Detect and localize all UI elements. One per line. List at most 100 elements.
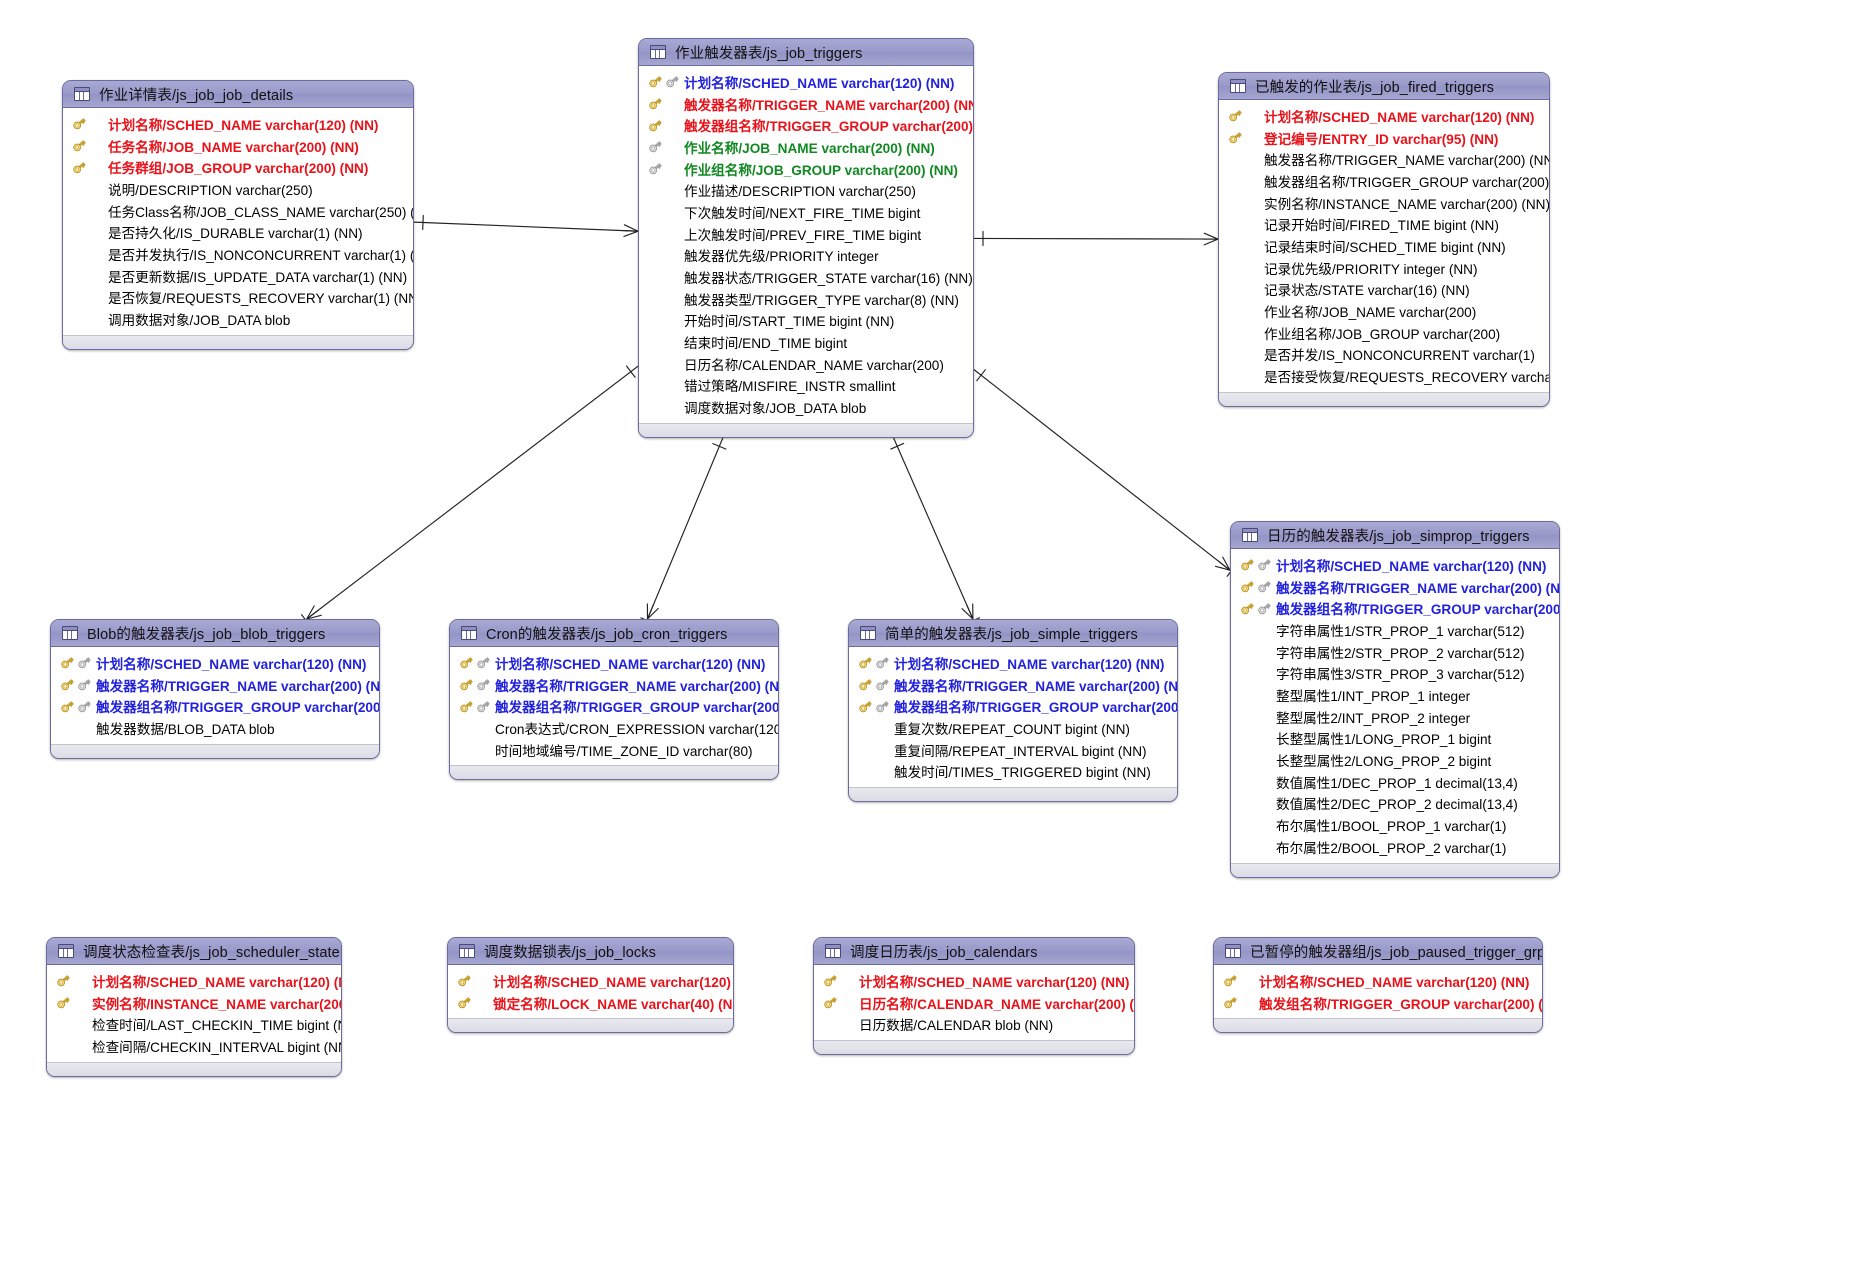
attribute-row[interactable]: 开始时间/START_TIME bigint (NN) (639, 310, 973, 332)
entity-locks[interactable]: 调度数据锁表/js_job_locks 计划名称/SCHED_NAME varch… (447, 937, 734, 1034)
attribute-row[interactable]: 计划名称/SCHED_NAME varchar(120) (NN) (814, 970, 1134, 992)
attribute-row[interactable]: 作业名称/JOB_NAME varchar(200) (1219, 300, 1549, 322)
attribute-row[interactable]: 是否持久化/IS_DURABLE varchar(1) (NN) (63, 221, 413, 243)
attribute-row[interactable]: 作业组名称/JOB_GROUP varchar(200) (NN) (639, 158, 973, 180)
attribute-row[interactable]: 字符串属性1/STR_PROP_1 varchar(512) (1231, 619, 1559, 641)
attribute-row[interactable]: 登记编号/ENTRY_ID varchar(95) (NN) (1219, 127, 1549, 149)
attribute-row[interactable]: 锁定名称/LOCK_NAME varchar(40) (NN) (448, 992, 733, 1014)
attribute-row[interactable]: 作业名称/JOB_NAME varchar(200) (NN) (639, 136, 973, 158)
attribute-row[interactable]: 触发器组名称/TRIGGER_GROUP varchar(200) (NN) (1231, 597, 1559, 619)
entity-job_details[interactable]: 作业详情表/js_job_job_details 计划名称/SCHED_NAME … (62, 80, 414, 350)
attribute-row[interactable]: 检查时间/LAST_CHECKIN_TIME bigint (NN) (47, 1013, 341, 1035)
attribute-row[interactable]: 是否并发/IS_NONCONCURRENT varchar(1) (1219, 344, 1549, 366)
attribute-row[interactable]: 触发时间/TIMES_TRIGGERED bigint (NN) (849, 760, 1177, 782)
attribute-row[interactable]: 计划名称/SCHED_NAME varchar(120) (NN) (63, 113, 413, 135)
attribute-row[interactable]: 整型属性1/INT_PROP_1 integer (1231, 684, 1559, 706)
attribute-row[interactable]: 是否更新数据/IS_UPDATE_DATA varchar(1) (NN) (63, 265, 413, 287)
attribute-row[interactable]: 计划名称/SCHED_NAME varchar(120) (NN) (51, 652, 379, 674)
attribute-row[interactable]: 触发器组名称/TRIGGER_GROUP varchar(200) (NN) (639, 114, 973, 136)
attribute-row[interactable]: 布尔属性1/BOOL_PROP_1 varchar(1) (1231, 814, 1559, 836)
attribute-row[interactable]: 长整型属性2/LONG_PROP_2 bigint (1231, 749, 1559, 771)
attribute-row[interactable]: 是否恢复/REQUESTS_RECOVERY varchar(1) (NN) (63, 287, 413, 309)
attribute-row[interactable]: 检查间隔/CHECKIN_INTERVAL bigint (NN) (47, 1035, 341, 1057)
attribute-row[interactable]: Cron表达式/CRON_EXPRESSION varchar(120) (NN… (450, 717, 778, 739)
attribute-row[interactable]: 计划名称/SCHED_NAME varchar(120) (NN) (849, 652, 1177, 674)
entity-header-blob_triggers[interactable]: Blob的触发器表/js_job_blob_triggers (51, 620, 379, 647)
attribute-row[interactable]: 计划名称/SCHED_NAME varchar(120) (NN) (450, 652, 778, 674)
attribute-row[interactable]: 是否接受恢复/REQUESTS_RECOVERY varchar(1) (1219, 365, 1549, 387)
attribute-row[interactable]: 调用数据对象/JOB_DATA blob (63, 308, 413, 330)
attribute-row[interactable]: 触发器名称/TRIGGER_NAME varchar(200) (NN) (849, 674, 1177, 696)
entity-job_triggers[interactable]: 作业触发器表/js_job_triggers 计划名称/SCHED_NAME va… (638, 38, 974, 438)
attribute-row[interactable]: 触发器状态/TRIGGER_STATE varchar(16) (NN) (639, 266, 973, 288)
entity-paused_trigger_grps[interactable]: 已暂停的触发器组/js_job_paused_trigger_grps 计划名称/… (1213, 937, 1543, 1034)
attribute-row[interactable]: 长整型属性1/LONG_PROP_1 bigint (1231, 728, 1559, 750)
entity-scheduler_state[interactable]: 调度状态检查表/js_job_scheduler_state 计划名称/SCHED… (46, 937, 342, 1077)
attribute-row[interactable]: 时间地域编号/TIME_ZONE_ID varchar(80) (450, 739, 778, 761)
attribute-row[interactable]: 触发器名称/TRIGGER_NAME varchar(200) (NN) (450, 674, 778, 696)
attribute-row[interactable]: 记录状态/STATE varchar(16) (NN) (1219, 279, 1549, 301)
attribute-row[interactable]: 重复次数/REPEAT_COUNT bigint (NN) (849, 717, 1177, 739)
attribute-row[interactable]: 任务Class名称/JOB_CLASS_NAME varchar(250) (N… (63, 200, 413, 222)
entity-header-cron_triggers[interactable]: Cron的触发器表/js_job_cron_triggers (450, 620, 778, 647)
entity-header-simple_triggers[interactable]: 简单的触发器表/js_job_simple_triggers (849, 620, 1177, 647)
attribute-row[interactable]: 错过策略/MISFIRE_INSTR smallint (639, 375, 973, 397)
attribute-row[interactable]: 字符串属性3/STR_PROP_3 varchar(512) (1231, 662, 1559, 684)
attribute-row[interactable]: 任务群组/JOB_GROUP varchar(200) (NN) (63, 156, 413, 178)
attribute-row[interactable]: 上次触发时间/PREV_FIRE_TIME bigint (639, 223, 973, 245)
attribute-row[interactable]: 计划名称/SCHED_NAME varchar(120) (NN) (1219, 105, 1549, 127)
attribute-row[interactable]: 触发器组名称/TRIGGER_GROUP varchar(200) (NN) (1219, 170, 1549, 192)
attribute-row[interactable]: 计划名称/SCHED_NAME varchar(120) (NN) (448, 970, 733, 992)
attribute-row[interactable]: 说明/DESCRIPTION varchar(250) (63, 178, 413, 200)
entity-fired_triggers[interactable]: 已触发的作业表/js_job_fired_triggers 计划名称/SCHED_… (1218, 72, 1550, 407)
attribute-row[interactable]: 数值属性2/DEC_PROP_2 decimal(13,4) (1231, 793, 1559, 815)
entity-simple_triggers[interactable]: 简单的触发器表/js_job_simple_triggers 计划名称/SCHED… (848, 619, 1178, 803)
attribute-row[interactable]: 触发器组名称/TRIGGER_GROUP varchar(200) (NN) (51, 695, 379, 717)
attribute-row[interactable]: 下次触发时间/NEXT_FIRE_TIME bigint (639, 201, 973, 223)
attribute-row[interactable]: 调度数据对象/JOB_DATA blob (639, 396, 973, 418)
attribute-row[interactable]: 整型属性2/INT_PROP_2 integer (1231, 706, 1559, 728)
attribute-row[interactable]: 触发器名称/TRIGGER_NAME varchar(200) (NN) (639, 93, 973, 115)
attribute-row[interactable]: 日历名称/CALENDAR_NAME varchar(200) (639, 353, 973, 375)
entity-header-job_triggers[interactable]: 作业触发器表/js_job_triggers (639, 39, 973, 66)
entity-header-paused_trigger_grps[interactable]: 已暂停的触发器组/js_job_paused_trigger_grps (1214, 938, 1542, 965)
entity-simprop_triggers[interactable]: 日历的触发器表/js_job_simprop_triggers 计划名称/SCHE… (1230, 521, 1560, 878)
entity-header-job_details[interactable]: 作业详情表/js_job_job_details (63, 81, 413, 108)
attribute-row[interactable]: 触发器数据/BLOB_DATA blob (51, 717, 379, 739)
entity-header-fired_triggers[interactable]: 已触发的作业表/js_job_fired_triggers (1219, 73, 1549, 100)
attribute-row[interactable]: 触发器组名称/TRIGGER_GROUP varchar(200) (NN) (450, 695, 778, 717)
attribute-row[interactable]: 布尔属性2/BOOL_PROP_2 varchar(1) (1231, 836, 1559, 858)
attribute-row[interactable]: 数值属性1/DEC_PROP_1 decimal(13,4) (1231, 771, 1559, 793)
attribute-row[interactable]: 记录开始时间/FIRED_TIME bigint (NN) (1219, 213, 1549, 235)
entity-header-scheduler_state[interactable]: 调度状态检查表/js_job_scheduler_state (47, 938, 341, 965)
attribute-row[interactable]: 实例名称/INSTANCE_NAME varchar(200) (NN) (1219, 192, 1549, 214)
attribute-row[interactable]: 触发器名称/TRIGGER_NAME varchar(200) (NN) (1219, 148, 1549, 170)
attribute-row[interactable]: 计划名称/SCHED_NAME varchar(120) (NN) (47, 970, 341, 992)
attribute-row[interactable]: 作业组名称/JOB_GROUP varchar(200) (1219, 322, 1549, 344)
attribute-row[interactable]: 日历数据/CALENDAR blob (NN) (814, 1013, 1134, 1035)
attribute-row[interactable]: 计划名称/SCHED_NAME varchar(120) (NN) (639, 71, 973, 93)
entity-header-calendars[interactable]: 调度日历表/js_job_calendars (814, 938, 1134, 965)
entity-header-locks[interactable]: 调度数据锁表/js_job_locks (448, 938, 733, 965)
attribute-row[interactable]: 记录优先级/PRIORITY integer (NN) (1219, 257, 1549, 279)
attribute-row[interactable]: 计划名称/SCHED_NAME varchar(120) (NN) (1214, 970, 1542, 992)
attribute-row[interactable]: 触发器名称/TRIGGER_NAME varchar(200) (NN) (51, 674, 379, 696)
attribute-row[interactable]: 字符串属性2/STR_PROP_2 varchar(512) (1231, 641, 1559, 663)
entity-blob_triggers[interactable]: Blob的触发器表/js_job_blob_triggers 计划名称/SCHED… (50, 619, 380, 759)
attribute-row[interactable]: 是否并发执行/IS_NONCONCURRENT varchar(1) (NN) (63, 243, 413, 265)
attribute-row[interactable]: 重复间隔/REPEAT_INTERVAL bigint (NN) (849, 739, 1177, 761)
attribute-row[interactable]: 触发器类型/TRIGGER_TYPE varchar(8) (NN) (639, 288, 973, 310)
attribute-row[interactable]: 触发器优先级/PRIORITY integer (639, 245, 973, 267)
attribute-row[interactable]: 实例名称/INSTANCE_NAME varchar(200) (NN) (47, 992, 341, 1014)
attribute-row[interactable]: 记录结束时间/SCHED_TIME bigint (NN) (1219, 235, 1549, 257)
attribute-row[interactable]: 触发器组名称/TRIGGER_GROUP varchar(200) (NN) (849, 695, 1177, 717)
attribute-row[interactable]: 计划名称/SCHED_NAME varchar(120) (NN) (1231, 554, 1559, 576)
attribute-row[interactable]: 触发器名称/TRIGGER_NAME varchar(200) (NN) (1231, 576, 1559, 598)
attribute-row[interactable]: 日历名称/CALENDAR_NAME varchar(200) (NN) (814, 992, 1134, 1014)
attribute-row[interactable]: 任务名称/JOB_NAME varchar(200) (NN) (63, 135, 413, 157)
attribute-row[interactable]: 触发组名称/TRIGGER_GROUP varchar(200) (NN) (1214, 992, 1542, 1014)
entity-header-simprop_triggers[interactable]: 日历的触发器表/js_job_simprop_triggers (1231, 522, 1559, 549)
entity-cron_triggers[interactable]: Cron的触发器表/js_job_cron_triggers 计划名称/SCHED… (449, 619, 779, 781)
attribute-row[interactable]: 结束时间/END_TIME bigint (639, 331, 973, 353)
entity-calendars[interactable]: 调度日历表/js_job_calendars 计划名称/SCHED_NAME va… (813, 937, 1135, 1056)
